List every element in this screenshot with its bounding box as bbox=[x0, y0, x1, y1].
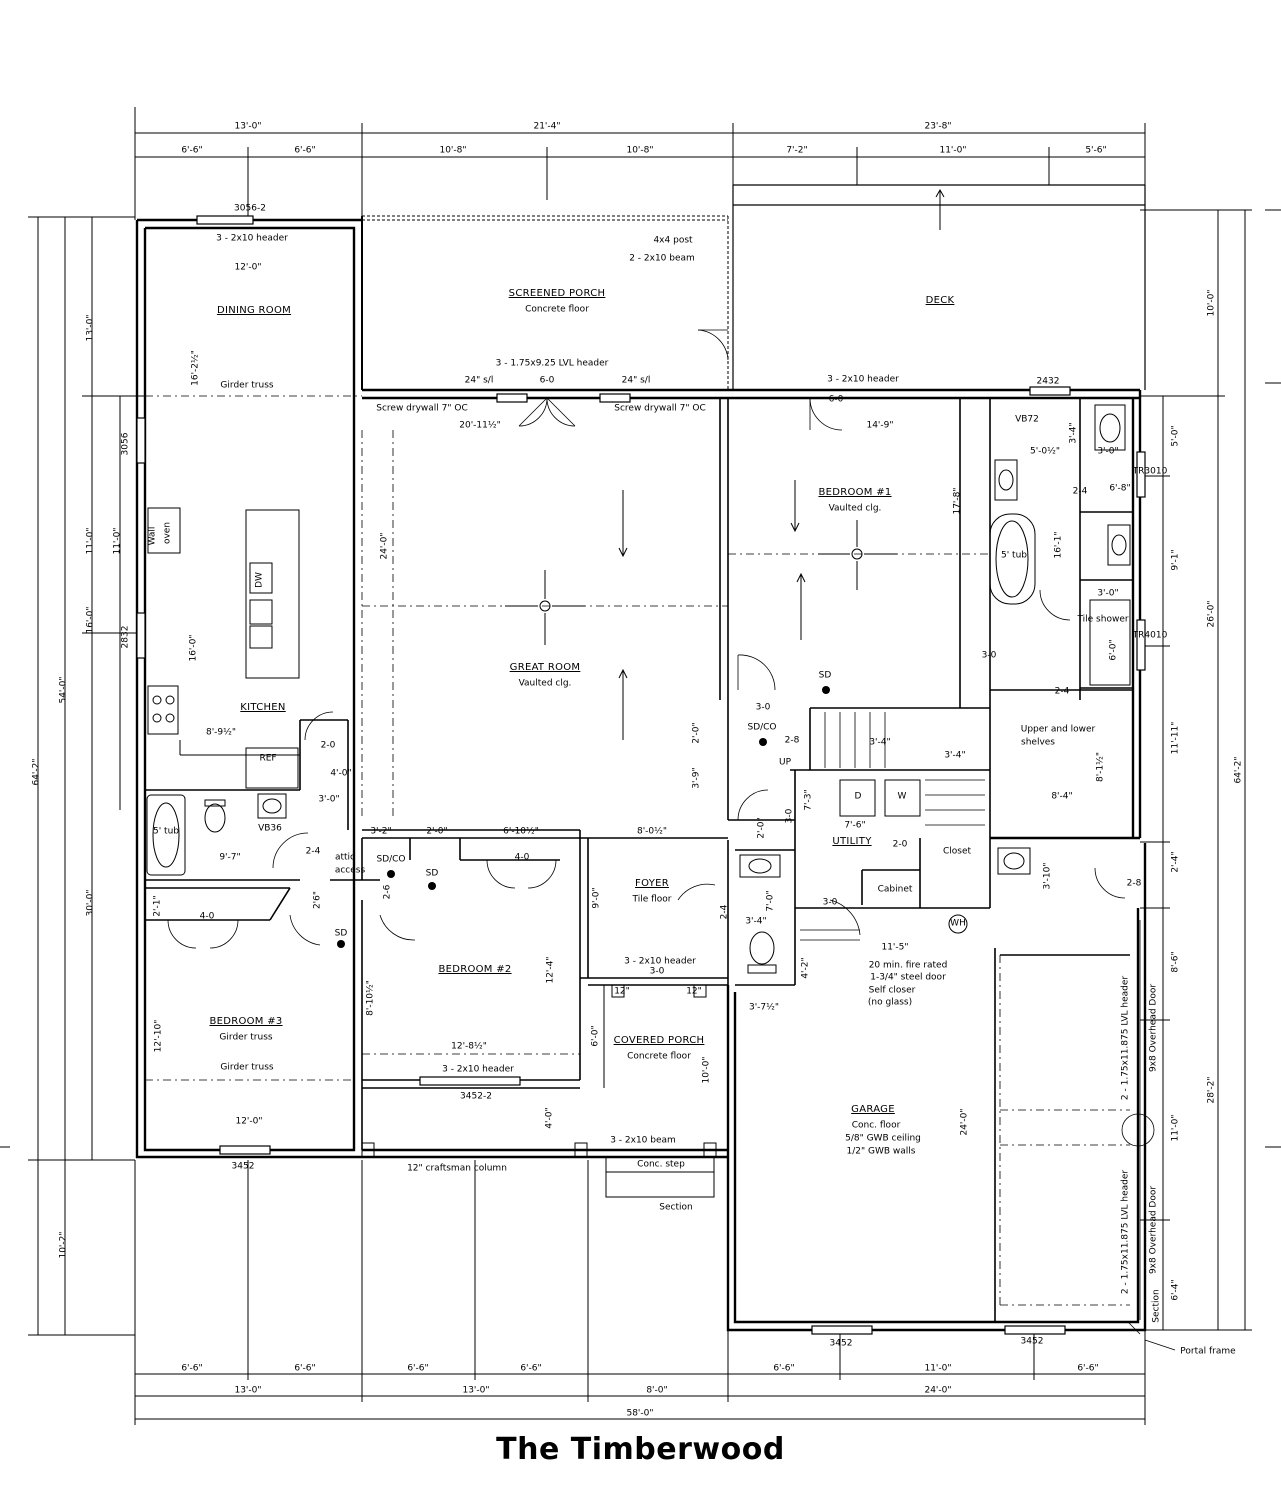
smoke-detector-icon bbox=[337, 686, 830, 948]
stairs bbox=[800, 712, 985, 941]
right-dimension-lines bbox=[0, 209, 1281, 1331]
exterior-walls bbox=[135, 218, 1147, 1332]
top-dimension-lines bbox=[134, 107, 1146, 220]
interior-walls bbox=[145, 398, 1133, 1322]
covered-porch-outline bbox=[361, 984, 717, 1198]
garage-door-frames bbox=[1121, 920, 1176, 1351]
direction-arrows bbox=[618, 480, 806, 740]
window-markers bbox=[136, 215, 1146, 1335]
left-dimension-lines bbox=[28, 216, 145, 1336]
bottom-dimension-lines bbox=[134, 1160, 1146, 1425]
dashed-lines bbox=[145, 395, 1130, 1306]
bath-fixtures bbox=[146, 404, 1131, 974]
porch-deck-outline bbox=[361, 184, 1146, 390]
page-title: The Timberwood bbox=[496, 1432, 785, 1467]
ceiling-fan-icon bbox=[505, 520, 897, 645]
kitchen-fixtures bbox=[147, 507, 300, 789]
door-swings bbox=[167, 397, 1126, 949]
